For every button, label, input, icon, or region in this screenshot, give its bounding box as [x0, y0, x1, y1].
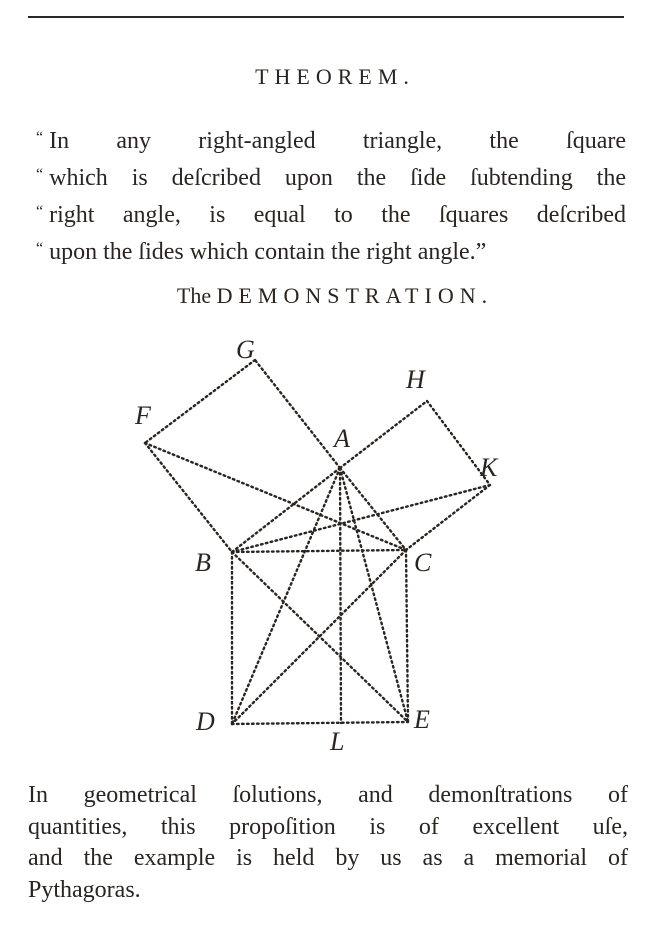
- theorem-line-4-text: upon the ſides which contain the right a…: [49, 239, 487, 265]
- demonstration-heading: The DEMONSTRATION.: [0, 283, 670, 309]
- label-B: B: [195, 548, 211, 577]
- line-HK: [425, 399, 492, 487]
- theorem-statement: “ In any right-angled triangle, the ſquar…: [36, 124, 626, 272]
- theorem-line-1-text: In any right-angled triangle, the ſquare: [49, 128, 626, 154]
- footer-line-1: In geometrical ſolutions, and demonſtrat…: [28, 782, 628, 808]
- theorem-line-3-text: right angle, is equal to the ſquares deſ…: [49, 202, 626, 228]
- line-CD: [230, 548, 408, 726]
- quote-mark: “: [36, 166, 44, 183]
- theorem-line-2-text: which is deſcribed upon the ſide ſubtend…: [49, 165, 626, 191]
- label-E: E: [413, 705, 430, 734]
- label-A: A: [332, 424, 350, 453]
- line-AL: [338, 466, 343, 725]
- top-rule: [28, 16, 624, 18]
- footer-line-2: quantities, this propoſition is of excel…: [28, 813, 628, 840]
- line-FB: [143, 441, 234, 554]
- line-FC: [143, 441, 408, 552]
- footer-line-3: and the example is held by us as a memor…: [28, 845, 628, 871]
- quote-mark: “: [36, 203, 44, 220]
- line-AG: [253, 358, 342, 470]
- label-H: H: [405, 365, 426, 394]
- line-AE: [338, 466, 410, 724]
- quote-mark: “: [36, 240, 44, 257]
- line-KB: [230, 483, 492, 554]
- demonstration-heading-prefix: The: [176, 283, 217, 308]
- pythagoras-diagram: G H F A K B C D E L: [134, 335, 499, 756]
- label-G: G: [236, 335, 255, 364]
- demonstration-heading-main: DEMONSTRATION.: [216, 283, 494, 308]
- theorem-heading: THEOREM.: [255, 64, 415, 89]
- line-KC: [404, 483, 492, 552]
- line-AH: [338, 399, 429, 470]
- line-AD: [230, 466, 342, 726]
- line-AB: [230, 466, 342, 554]
- footer-line-4: Pythagoras.: [28, 876, 141, 903]
- line-AC: [338, 466, 408, 552]
- line-DE: [230, 720, 410, 726]
- closing-paragraph: In geometrical ſolutions, and demonſtrat…: [28, 780, 628, 906]
- theorem-line-2: “ which is deſcribed upon the ſide ſubten…: [36, 161, 626, 198]
- line-BC: [230, 548, 408, 554]
- line-CE: [404, 548, 410, 724]
- label-K: K: [479, 453, 499, 482]
- label-C: C: [414, 548, 432, 577]
- theorem-line-3: “ right angle, is equal to the ſquares de…: [36, 198, 626, 235]
- line-GF: [143, 358, 257, 445]
- diagram-labels: G H F A K B C D E L: [134, 335, 499, 756]
- label-F: F: [134, 401, 152, 430]
- diagram-lines: [143, 358, 492, 726]
- quote-mark: “: [36, 129, 44, 146]
- label-L: L: [329, 727, 344, 756]
- theorem-line-4: “ upon the ſides which contain the right …: [36, 235, 626, 272]
- label-D: D: [195, 707, 215, 736]
- theorem-line-1: “ In any right-angled triangle, the ſquar…: [36, 124, 626, 161]
